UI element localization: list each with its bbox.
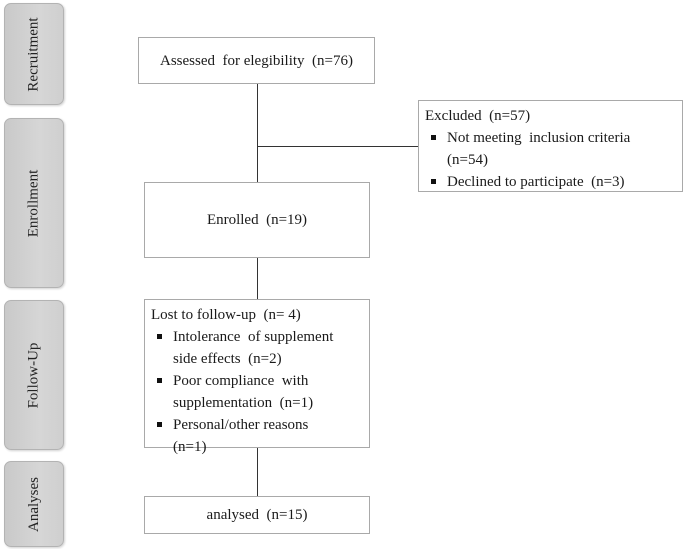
stage-analyses: Analyses <box>4 461 64 547</box>
lost-item-line: Personal/other reasons <box>173 417 309 433</box>
lost-box: Lost to follow-up (n= 4) Intolerance of … <box>144 299 370 455</box>
connector-lost-analysed <box>257 447 258 496</box>
enrolled-text: Enrolled (n=19) <box>206 212 308 228</box>
excluded-item-line: Not meeting inclusion criteria <box>447 130 631 146</box>
excluded-item-line: Declined to participate (n=3) <box>447 174 625 190</box>
stage-enrollment-label: Enrollment <box>25 169 42 237</box>
connector-assessed-enrolled <box>257 83 258 183</box>
enrolled-box: Enrolled (n=19) <box>144 182 370 258</box>
connector-to-excluded <box>257 146 419 147</box>
stage-enrollment: Enrollment <box>4 118 64 288</box>
stage-follow-up: Follow-Up <box>4 300 64 450</box>
excluded-item: Not meeting inclusion criteria (n=54) <box>425 127 676 171</box>
lost-item-line: supplementation (n=1) <box>173 395 314 411</box>
lost-title: Lost to follow-up (n= 4) <box>151 307 301 323</box>
assessed-box: Assessed for elegibility (n=76) <box>138 37 375 84</box>
analysed-text: analysed (n=15) <box>206 507 308 523</box>
excluded-title: Excluded (n=57) <box>425 108 531 124</box>
excluded-list: Not meeting inclusion criteria (n=54) De… <box>425 127 676 193</box>
excluded-item-line: (n=54) <box>447 152 488 168</box>
stage-recruitment: Recruitment <box>4 3 64 105</box>
lost-item-line: side effects (n=2) <box>173 351 282 367</box>
connector-enrolled-lost <box>257 257 258 300</box>
excluded-item: Declined to participate (n=3) <box>425 171 676 193</box>
stage-follow-up-label: Follow-Up <box>25 342 42 408</box>
stage-recruitment-label: Recruitment <box>25 16 42 92</box>
lost-item: Personal/other reasons (n=1) <box>151 414 363 458</box>
analysed-box: analysed (n=15) <box>144 496 370 534</box>
lost-item: Poor compliance with supplementation (n=… <box>151 370 363 414</box>
assessed-text: Assessed for elegibility (n=76) <box>159 52 353 69</box>
lost-item-line: Poor compliance with <box>173 373 309 389</box>
stage-analyses-label: Analyses <box>25 476 42 532</box>
lost-list: Intolerance of supplement side effects (… <box>151 326 363 458</box>
lost-item: Intolerance of supplement side effects (… <box>151 326 363 370</box>
excluded-box: Excluded (n=57) Not meeting inclusion cr… <box>418 100 683 192</box>
lost-item-line: (n=1) <box>173 439 207 455</box>
lost-item-line: Intolerance of supplement <box>173 329 334 345</box>
